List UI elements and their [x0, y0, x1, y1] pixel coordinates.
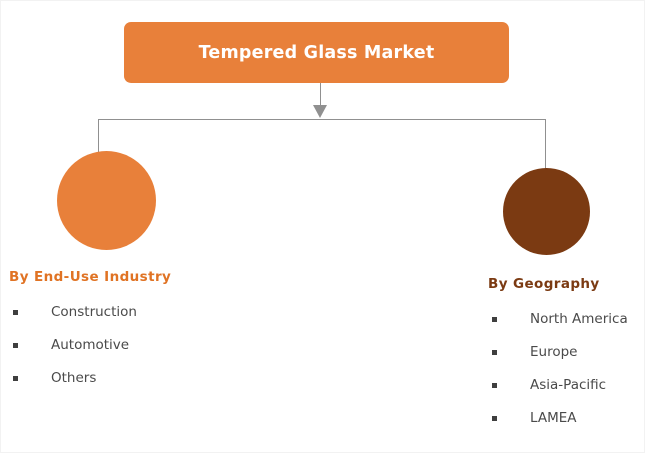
- square-bullet-icon: [13, 375, 18, 381]
- square-bullet-icon: [492, 415, 497, 421]
- square-bullet-icon: [492, 349, 497, 355]
- list-item: North America: [488, 311, 644, 327]
- branch-item-list-geography: North America Europe Asia-Pacific LAMEA: [488, 311, 644, 426]
- square-bullet-icon: [13, 310, 18, 315]
- connector-vertical-stem: [320, 83, 322, 107]
- square-bullet-icon: [492, 382, 497, 388]
- square-bullet-icon: [492, 317, 497, 322]
- connector-horizontal-bus: [98, 119, 546, 121]
- list-item-label: Automotive: [51, 336, 130, 353]
- connector-right-drop: [545, 119, 547, 169]
- list-item: LAMEA: [488, 409, 644, 426]
- branch-end-use-industry: By End-Use Industry Construction Automot…: [9, 269, 259, 386]
- list-item-label: Others: [51, 369, 97, 386]
- connector-left-drop: [98, 119, 100, 157]
- list-item: Construction: [9, 305, 259, 320]
- list-item-label: North America: [530, 311, 628, 327]
- list-item: Automotive: [9, 336, 259, 353]
- list-item: Europe: [488, 343, 644, 360]
- list-item-label: LAMEA: [530, 409, 577, 426]
- list-item-label: Asia-Pacific: [530, 376, 607, 393]
- list-item-label: Construction: [51, 304, 137, 320]
- branch-item-list-end-use-industry: Construction Automotive Others: [9, 305, 259, 386]
- square-bullet-icon: [13, 342, 18, 348]
- branch-node-circle-geography: [503, 168, 590, 255]
- list-item: Others: [9, 369, 259, 386]
- list-item: Asia-Pacific: [488, 376, 644, 393]
- branch-geography: By Geography North America Europe Asia-P…: [488, 276, 644, 426]
- list-item-label: Europe: [530, 343, 578, 360]
- branch-heading-end-use-industry: By End-Use Industry: [9, 269, 172, 285]
- branch-heading-geography: By Geography: [488, 276, 600, 292]
- root-node-tempered-glass-market: Tempered Glass Market: [124, 22, 509, 83]
- branch-node-circle-end-use-industry: [57, 151, 156, 250]
- root-node-label: Tempered Glass Market: [198, 42, 435, 63]
- arrowhead-icon: [313, 105, 327, 118]
